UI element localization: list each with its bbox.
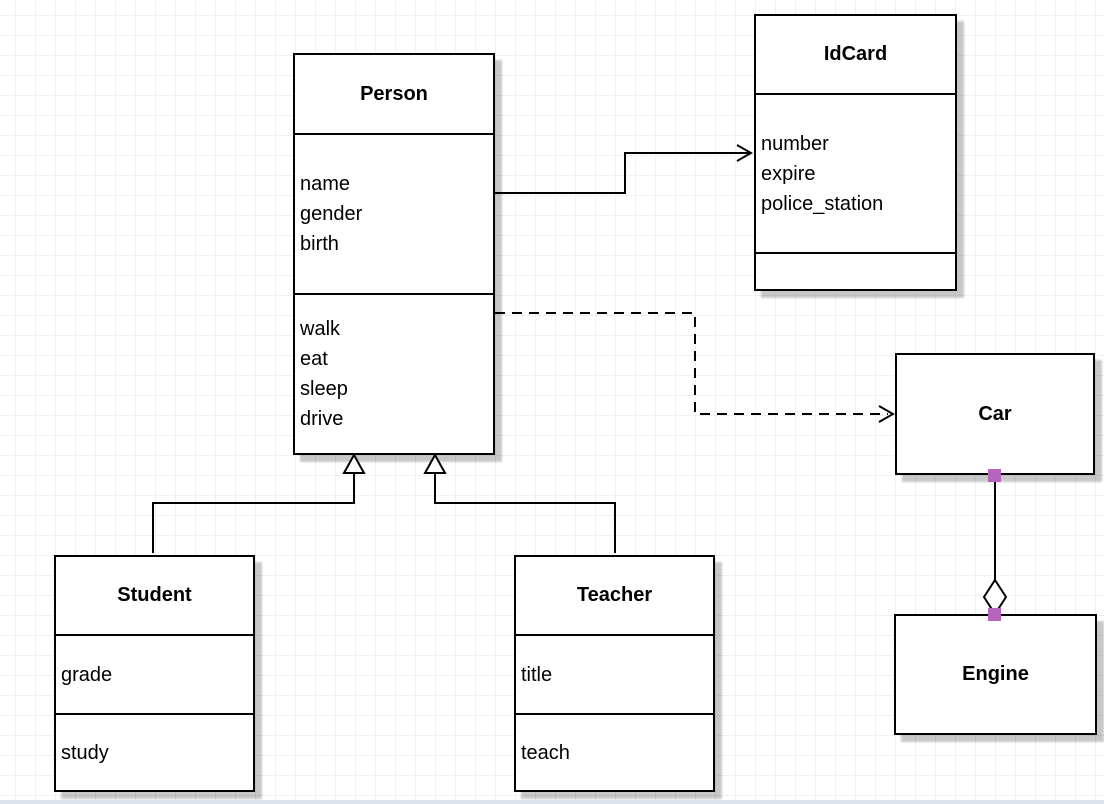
class-teacher-attributes: title — [516, 636, 713, 715]
open-arrow-icon — [878, 405, 896, 423]
hollow-triangle-icon — [423, 452, 447, 474]
method-label: eat — [300, 348, 328, 370]
endpoint-handle[interactable] — [988, 469, 1001, 482]
method-label: sleep — [300, 378, 348, 400]
class-student-attributes: grade — [56, 636, 253, 715]
attribute-label: name — [300, 173, 351, 195]
class-person[interactable]: Person name gender birth walk eat sleep … — [293, 53, 495, 455]
hollow-triangle-icon — [342, 452, 366, 474]
class-engine-title: Engine — [962, 663, 1029, 685]
generalization-line[interactable] — [434, 473, 616, 553]
association-person-idcard[interactable] — [495, 144, 754, 194]
attribute-label: expire — [761, 162, 816, 185]
generalization-teacher-person[interactable] — [423, 452, 616, 553]
aggregation-car-engine[interactable] — [982, 469, 1008, 621]
method-label: teach — [521, 741, 570, 764]
class-car[interactable]: Car — [895, 353, 1095, 475]
class-teacher[interactable]: Teacher title teach — [514, 555, 715, 792]
generalization-student-person[interactable] — [152, 452, 366, 553]
attribute-label: police_station — [761, 192, 884, 215]
class-teacher-methods: teach — [516, 715, 713, 790]
method-label: study — [61, 741, 109, 764]
attribute-label: gender — [300, 203, 363, 225]
canvas-bottom-edge — [0, 800, 1104, 804]
endpoint-handle[interactable] — [988, 608, 1001, 621]
attribute-label: birth — [300, 233, 339, 255]
class-engine[interactable]: Engine — [894, 614, 1097, 735]
class-idcard[interactable]: IdCard number expire police_station — [754, 14, 957, 291]
class-person-attributes: name gender birth — [295, 135, 493, 295]
class-student[interactable]: Student grade study — [54, 555, 255, 792]
dependency-line[interactable] — [495, 312, 888, 415]
class-teacher-title: Teacher — [516, 557, 713, 636]
attribute-label: grade — [61, 663, 113, 686]
class-student-methods: study — [56, 715, 253, 790]
class-person-methods: walk eat sleep drive — [295, 295, 493, 453]
method-label: drive — [300, 408, 344, 430]
open-arrow-icon — [736, 144, 754, 162]
class-idcard-title: IdCard — [756, 16, 955, 95]
attribute-label: number — [761, 132, 829, 155]
class-car-title: Car — [978, 402, 1012, 425]
method-label: walk — [300, 318, 341, 340]
generalization-line[interactable] — [152, 473, 355, 553]
dependency-person-car[interactable] — [495, 312, 896, 423]
class-idcard-attributes: number expire police_station — [756, 95, 955, 254]
association-line[interactable] — [495, 152, 749, 194]
class-person-title: Person — [295, 55, 493, 135]
class-student-title: Student — [56, 557, 253, 636]
attribute-label: title — [521, 663, 553, 686]
